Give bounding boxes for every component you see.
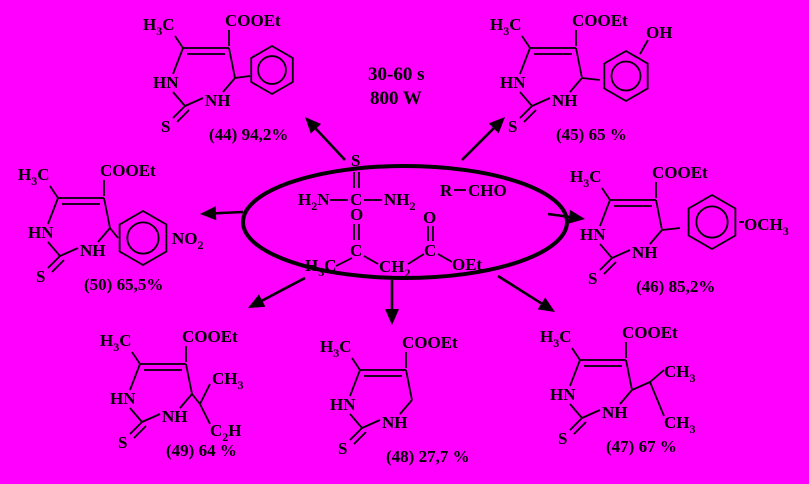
h3c-label: H3C (100, 331, 132, 354)
arrow-to-48 (385, 280, 399, 325)
s-label: S (508, 117, 517, 136)
nitrophenyl-ring (118, 209, 168, 267)
h3c-label: H3C (570, 167, 602, 190)
h3c-label: H3C (490, 15, 522, 38)
thiourea: S H2N C NH2 (298, 151, 416, 213)
caption-47: (47) 67 % (606, 437, 677, 456)
arrow-to-47 (497, 274, 555, 312)
methoxyphenyl-ring (687, 193, 737, 251)
nh-label: NH (602, 403, 628, 422)
acetoacetate-ch2: CH2 (379, 257, 411, 280)
hn-label: HN (500, 73, 526, 92)
keto-c: C (350, 241, 362, 260)
hn-label: HN (330, 395, 356, 414)
hn-label: HN (153, 73, 179, 92)
caption-49: (49) 64 % (166, 441, 237, 460)
s-label: S (161, 117, 170, 136)
caption-50: (50) 65,5% (84, 275, 163, 294)
ester-o: O (423, 208, 436, 227)
thiourea-nh2: NH2 (384, 190, 416, 213)
h3c-label: H3C (540, 327, 572, 350)
nh-label: NH (552, 91, 578, 110)
aldehyde-r: R (440, 181, 453, 200)
arrow-to-46 (547, 209, 585, 224)
acetoacetate-h3c: H3C (305, 256, 337, 279)
s-label: S (118, 433, 127, 452)
nh-label: NH (162, 407, 188, 426)
keto-o: O (350, 205, 363, 224)
ester-oet: OEt (452, 255, 483, 274)
caption-44: (44) 94,2% (209, 125, 288, 144)
cooet-label: COOEt (402, 333, 458, 352)
nh-label: NH (80, 241, 106, 260)
thiourea-s: S (351, 151, 360, 170)
s-label: S (558, 429, 567, 448)
cooet-label: COOEt (182, 327, 238, 346)
nh-label: NH (632, 243, 658, 262)
nh-label: NH (205, 91, 231, 110)
nh-label: NH (382, 413, 408, 432)
ch3-label: CH3 (212, 369, 244, 392)
cooet-label: COOEt (652, 163, 708, 182)
h3c-label: H3C (320, 337, 352, 360)
thiourea-h2n: H2N (298, 190, 330, 213)
hn-label: HN (580, 225, 606, 244)
ethyl-acetoacetate: O C H3C CH2 C O OEt (305, 205, 483, 280)
aldehyde-cho: CHO (468, 181, 507, 200)
hydroxyphenyl-ring (603, 49, 649, 103)
ome-label: OCH3 (744, 215, 789, 238)
thiourea-c: C (350, 190, 362, 209)
cooet-label: COOEt (572, 11, 628, 30)
caption-45: (45) 65 % (556, 125, 627, 144)
hn-label: HN (28, 223, 54, 242)
condition-time: 30-60 s (368, 64, 424, 85)
reactants-oval (241, 164, 569, 280)
condition-power: 800 W (370, 88, 422, 109)
h3c-label: H3C (18, 165, 50, 188)
oh-label: OH (646, 23, 672, 42)
c2h5-label: C2H (210, 421, 242, 444)
ch3-label-a: CH3 (664, 362, 696, 385)
arrow-to-50 (200, 206, 244, 221)
ester-c: C (424, 241, 436, 260)
aldehyde: R CHO (440, 181, 507, 200)
hn-label: HN (110, 389, 136, 408)
phenyl-ring (250, 44, 294, 96)
caption-48: (48) 27,7 % (386, 447, 470, 466)
arrow-to-49 (248, 276, 306, 308)
cooet-label: COOEt (622, 323, 678, 342)
no2-label: NO2 (172, 229, 204, 252)
ch3-label-b: CH3 (664, 413, 696, 436)
arrow-to-45 (461, 117, 505, 161)
s-label: S (36, 267, 45, 286)
s-label: S (588, 269, 597, 288)
cooet-label: COOEt (225, 11, 281, 30)
h3c-label: H3C (143, 15, 175, 38)
cooet-label: COOEt (100, 161, 156, 180)
caption-46: (46) 85,2% (636, 277, 715, 296)
reaction-arrows (200, 117, 585, 325)
arrow-to-44 (305, 117, 346, 161)
s-label: S (338, 439, 347, 458)
hn-label: HN (550, 385, 576, 404)
